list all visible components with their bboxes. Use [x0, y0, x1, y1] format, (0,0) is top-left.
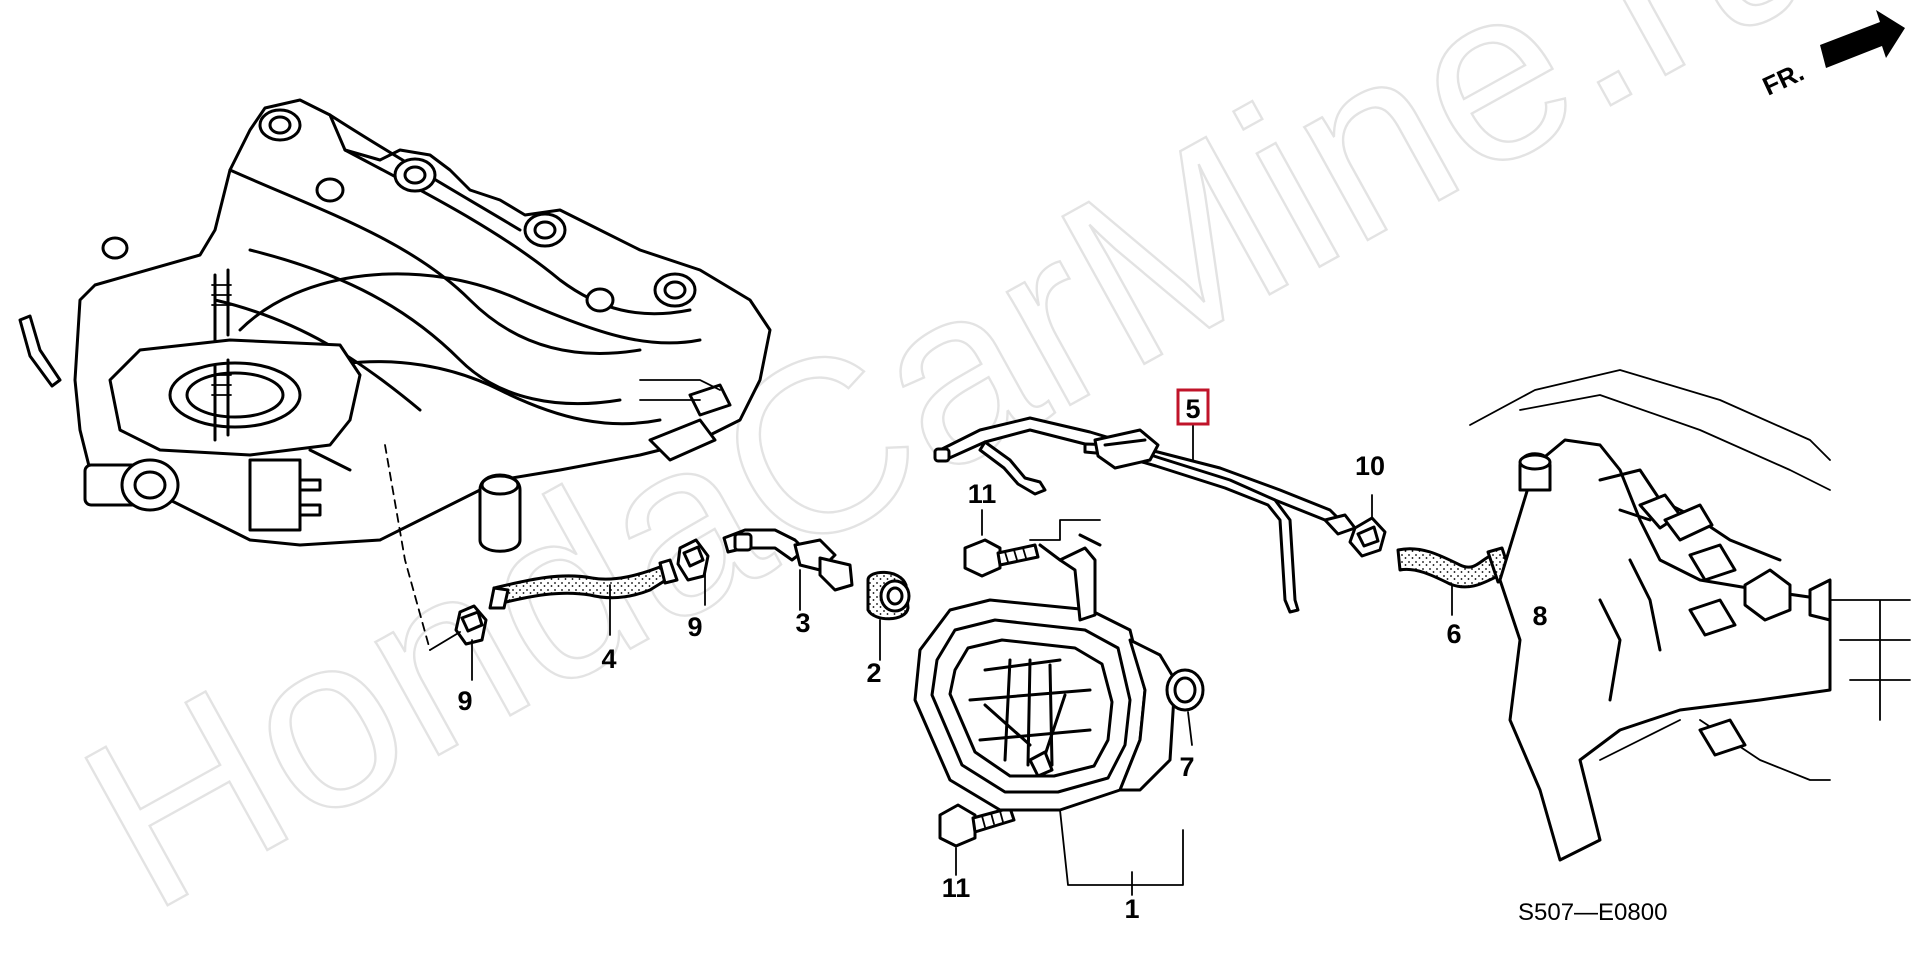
grommet [866, 570, 911, 661]
engine-block [1469, 369, 1911, 862]
flange-bolt-upper [963, 509, 1040, 578]
diagram-code: S507—E0800 [1518, 899, 1667, 926]
callout-11-upper: 11 [968, 479, 997, 509]
callout-1: 1 [1124, 894, 1139, 924]
callout-8: 8 [1532, 601, 1547, 631]
callout-5-highlight [1176, 388, 1210, 461]
intake-manifold [18, 98, 772, 651]
breather-hose-6 [1396, 546, 1514, 616]
callout-2: 2 [866, 658, 881, 688]
callout-5: 5 [1185, 394, 1200, 424]
front-arrow-icon [1820, 10, 1905, 68]
o-ring [1165, 668, 1205, 746]
callout-9-right: 9 [687, 612, 702, 642]
breather-pipe [933, 416, 1357, 614]
breather-hose-assembly [429, 538, 710, 681]
callout-11-lower: 11 [942, 873, 971, 903]
oil-separator [913, 519, 1184, 896]
hose-clamp-left [454, 604, 488, 646]
callout-3: 3 [795, 608, 810, 638]
callout-4: 4 [601, 644, 616, 674]
clamp-10 [1348, 494, 1387, 558]
flange-bolt-lower [938, 803, 1016, 876]
pcv-valve [722, 528, 854, 611]
callout-7: 7 [1179, 752, 1194, 782]
callout-10: 10 [1355, 451, 1385, 481]
callout-6: 6 [1446, 619, 1461, 649]
hose-clamp-right [676, 538, 710, 582]
callout-9-left: 9 [457, 686, 472, 716]
